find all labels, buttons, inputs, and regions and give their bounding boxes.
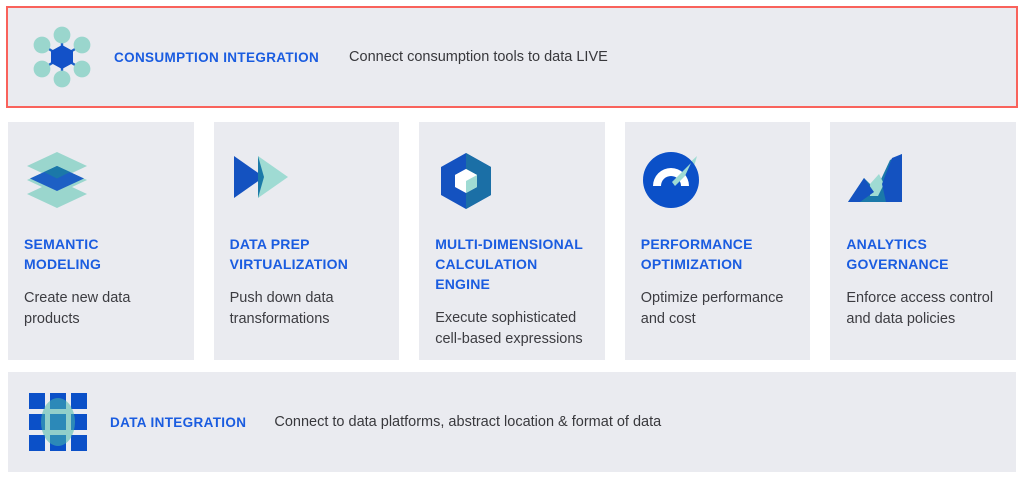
card-description-line-2: cell-based expressions [435,331,583,347]
gauge-speedometer-icon [641,150,795,212]
card-description: Enforce access control and data policies [846,288,1000,330]
card-description: Execute sophisticated cell-based express… [435,308,589,350]
card-description-line-2: and data policies [846,311,956,327]
hub-network-nodes-icon [14,18,110,96]
card-title: MULTI-DIMENSIONAL CALCULATION ENGINE [435,234,589,294]
card-title-line-2: VIRTUALIZATION [229,256,349,272]
grid-squares-icon [12,387,104,457]
card-description-line-1: Execute sophisticated [435,310,577,326]
card-description-line-2: products [24,311,80,327]
card-performance-optimization[interactable]: PERFORMANCE OPTIMIZATION Optimize perfor… [624,122,811,360]
fast-forward-triangles-icon [230,150,384,212]
card-description: Optimize performance and cost [641,288,795,330]
card-title: SEMANTIC MODELING [24,234,178,274]
card-title-line-1: MULTI-DIMENSIONAL [435,236,583,252]
card-description-line-2: and cost [640,311,696,327]
card-analytics-governance[interactable]: ANALYTICS GOVERNANCE Enforce access cont… [830,122,1016,360]
card-description: Push down data transformations [230,288,384,330]
card-title-line-2: OPTIMIZATION [640,256,743,272]
card-title: ANALYTICS GOVERNANCE [846,234,1000,274]
card-multi-dimensional-calculation-engine[interactable]: MULTI-DIMENSIONAL CALCULATION ENGINE Exe… [419,122,605,360]
card-title-line-1: SEMANTIC [24,236,99,252]
card-description-line-1: Optimize performance [640,290,784,306]
card-title-line-2: MODELING [24,256,102,272]
banner-title: DATA INTEGRATION [110,414,247,430]
data-integration-banner[interactable]: DATA INTEGRATION Connect to data platfor… [8,372,1016,472]
card-title: DATA PREP VIRTUALIZATION [230,234,384,274]
card-description-line-1: Push down data [229,290,334,306]
card-semantic-modeling[interactable]: SEMANTIC MODELING Create new data produc… [8,122,194,360]
card-description-line-1: Enforce access control [846,290,994,306]
card-data-prep-virtualization[interactable]: DATA PREP VIRTUALIZATION Push down data … [213,122,400,360]
hexagon-cube-icon [435,150,589,212]
card-description: Create new data products [24,288,178,330]
area-chart-mountain-icon [846,150,1000,212]
banner-title: CONSUMPTION INTEGRATION [114,49,320,65]
card-title-line-2: GOVERNANCE [846,256,949,272]
consumption-integration-banner[interactable]: CONSUMPTION INTEGRATION Connect consumpt… [6,6,1018,108]
card-title: PERFORMANCE OPTIMIZATION [641,234,795,274]
banner-description: Connect consumption tools to data LIVE [349,49,608,65]
card-title-line-1: DATA PREP [229,236,310,252]
card-title-line-1: ANALYTICS [846,236,928,252]
banner-description: Connect to data platforms, abstract loca… [274,414,662,430]
card-title-line-2: CALCULATION ENGINE [435,256,538,292]
capability-card-row: SEMANTIC MODELING Create new data produc… [8,122,1016,360]
card-title-line-1: PERFORMANCE [640,236,753,252]
card-description-line-1: Create new data [24,290,131,306]
card-description-line-2: transformations [229,311,330,327]
stacked-layers-icon [24,150,178,212]
